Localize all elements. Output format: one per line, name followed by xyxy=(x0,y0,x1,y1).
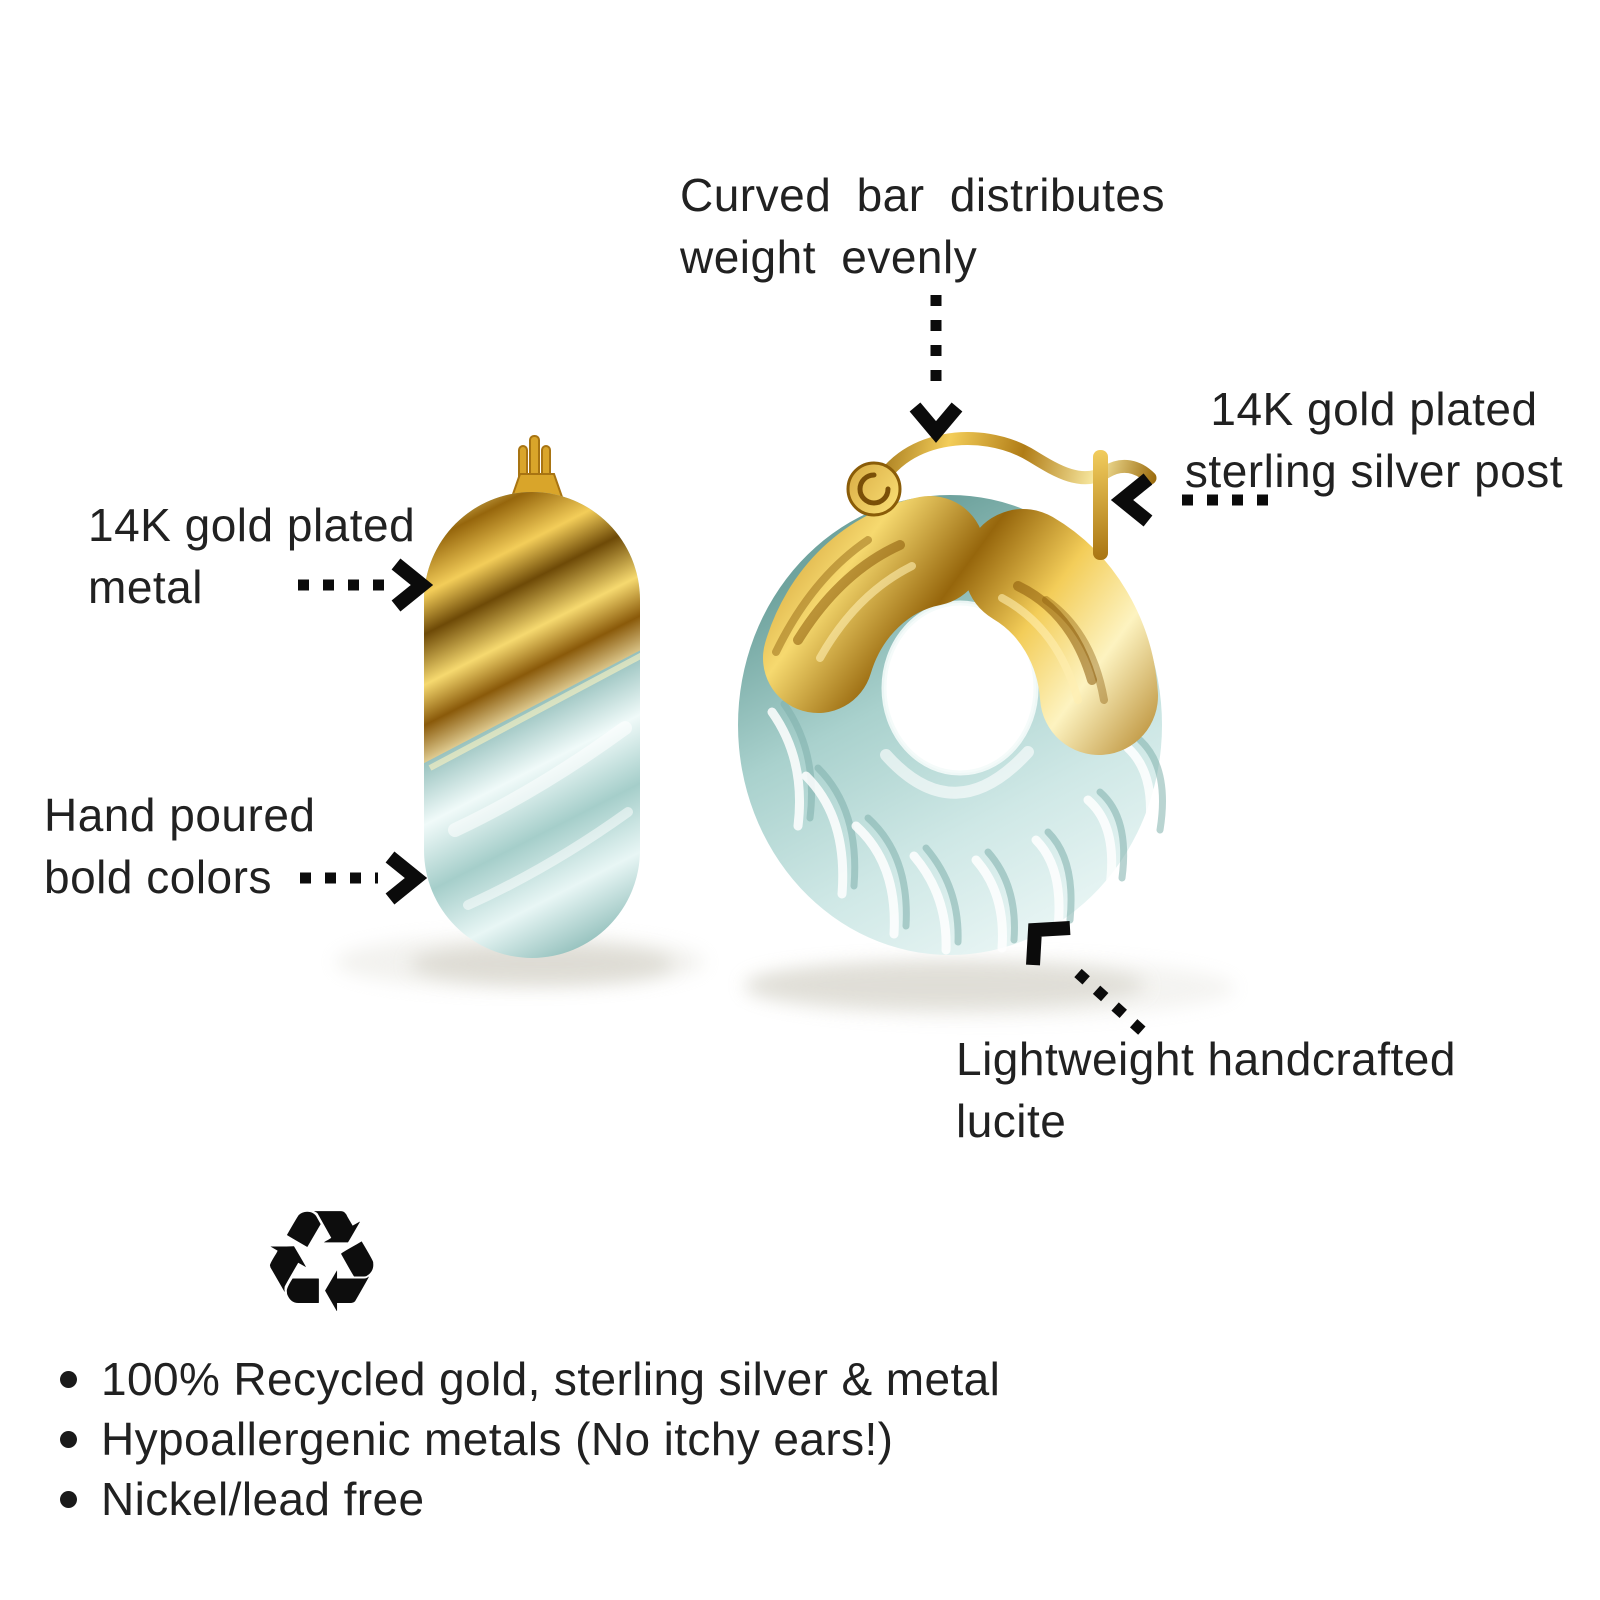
curved-bar-wire xyxy=(869,432,1157,499)
bullet-icon xyxy=(60,1431,77,1448)
callout-lucite: Lightweight handcrafted lucite xyxy=(956,1033,1456,1147)
callout-silver-post: 14K gold plated sterling silver post xyxy=(1184,383,1564,497)
list-item: Nickel/lead free xyxy=(60,1470,1000,1530)
recycle-icon: ♻ xyxy=(258,1180,386,1345)
arrow-gold-metal xyxy=(298,558,434,612)
arrow-curved-bar xyxy=(909,295,963,443)
arrow-hand-poured xyxy=(300,851,428,905)
feature-nickel-free: Nickel/lead free xyxy=(101,1473,425,1525)
callout-curved-bar: Curved bar distributes weight evenly xyxy=(680,169,1165,283)
bullet-icon xyxy=(60,1491,77,1508)
feature-hypoallergenic: Hypoallergenic metals (No itchy ears!) xyxy=(101,1413,894,1465)
arrow-silver-post xyxy=(1110,473,1268,527)
left-earring-post xyxy=(510,435,564,498)
feature-recycled: 100% Recycled gold, sterling silver & me… xyxy=(101,1353,1001,1405)
list-item: Hypoallergenic metals (No itchy ears!) xyxy=(60,1410,1000,1470)
spiral-catch xyxy=(846,461,902,517)
ground-shadows xyxy=(335,935,1235,1018)
right-earring-illustration xyxy=(738,432,1166,955)
gold-shoulder-left xyxy=(763,496,985,713)
sterling-silver-post xyxy=(1093,450,1108,560)
list-item: 100% Recycled gold, sterling silver & me… xyxy=(60,1350,1000,1410)
feature-list: 100% Recycled gold, sterling silver & me… xyxy=(60,1350,1000,1530)
callout-hand-poured: Hand poured bold colors xyxy=(44,789,316,903)
arrow-lucite xyxy=(1026,921,1154,1043)
bullet-icon xyxy=(60,1371,77,1388)
callout-gold-metal: 14K gold plated metal xyxy=(88,499,416,613)
left-earring-illustration xyxy=(424,435,640,958)
gold-shoulder-right xyxy=(964,509,1158,755)
